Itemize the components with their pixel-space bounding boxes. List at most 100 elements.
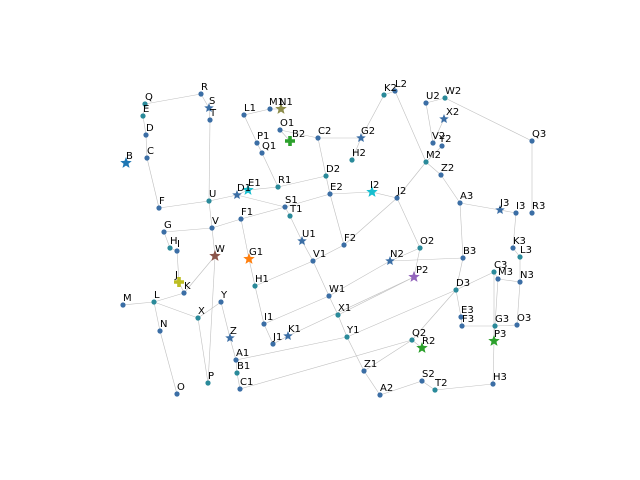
node-L	[151, 299, 157, 305]
node-label-M2: M2	[426, 150, 441, 161]
edge-M3-N3	[497, 278, 521, 283]
node-D2	[323, 173, 329, 179]
node-label-K3: K3	[513, 236, 526, 247]
node-K2	[381, 92, 387, 98]
node-K	[181, 290, 187, 296]
edge-K-W	[183, 255, 216, 294]
node-label-R: R	[201, 82, 208, 93]
edge-D3-C3	[455, 271, 495, 291]
node-label-F2: F2	[344, 233, 356, 244]
node-Y1	[344, 334, 350, 340]
node-label-Q2: Q2	[412, 328, 426, 339]
node-label-Q1: Q1	[262, 141, 276, 152]
edge-L-K	[153, 292, 185, 303]
edge-G1-H1	[248, 258, 256, 287]
node-G	[161, 229, 167, 235]
node-star-N2	[385, 256, 395, 266]
edge-D2-C2	[317, 137, 327, 177]
edge-Z1-A2	[363, 370, 381, 396]
node-marker-N1	[275, 103, 287, 114]
node-M3	[495, 276, 501, 282]
edge-F1-S1	[240, 206, 286, 220]
edge-K1-P2	[287, 276, 415, 337]
node-A3	[457, 200, 463, 206]
node-marker-W	[209, 250, 221, 261]
node-label-N: N	[160, 319, 167, 330]
node-marker-P2	[408, 271, 420, 282]
node-label-R3: R3	[532, 201, 545, 212]
node-J1	[270, 341, 276, 347]
node-O	[174, 391, 180, 397]
node-K3	[510, 245, 516, 251]
node-R	[198, 91, 204, 97]
node-label-F1: F1	[241, 207, 253, 218]
edge-U2-V2	[425, 102, 434, 144]
edge-I-J	[176, 250, 180, 283]
edge-A1-Z	[229, 337, 237, 361]
node-Q	[142, 101, 148, 107]
node-W1	[326, 293, 332, 299]
node-X1	[335, 312, 341, 318]
node-T	[207, 117, 213, 123]
edge-C-F	[146, 157, 160, 209]
node-label-B1: B1	[237, 361, 250, 372]
node-label-X: X	[198, 306, 205, 317]
edge-J2-I2	[371, 191, 398, 199]
edge-Q1-R1	[261, 152, 279, 188]
node-label-R1: R1	[278, 175, 291, 186]
node-Z1	[361, 368, 367, 374]
edge-P2-O2	[413, 247, 421, 278]
edge-M2-J2	[396, 161, 427, 199]
node-label-C3: C3	[494, 260, 507, 271]
edge-T1-U1	[289, 215, 303, 242]
edge-G2-H2	[351, 137, 362, 161]
node-S2	[419, 378, 425, 384]
node-O3	[514, 322, 520, 328]
edge-H1-I1	[254, 285, 265, 325]
node-label-R2: R2	[422, 336, 435, 347]
edge-L-M	[122, 301, 155, 306]
node-label-J1: J1	[272, 332, 282, 343]
edge-Q2-D3	[411, 289, 457, 341]
edge-F-U	[158, 200, 210, 209]
edge-V-U	[208, 200, 213, 229]
node-H1	[252, 283, 258, 289]
edge-Y1-Z1	[346, 336, 365, 372]
node-label-Q: Q	[145, 92, 153, 103]
node-B3	[460, 255, 466, 261]
edge-J2-F2	[343, 197, 398, 246]
node-label-C2: C2	[318, 126, 331, 137]
edge-X1-Y1	[337, 314, 348, 338]
node-D	[143, 132, 149, 138]
node-Y	[218, 299, 224, 305]
edges-layer	[122, 90, 533, 396]
node-label-B2: B2	[292, 129, 305, 140]
node-label-L2: L2	[395, 79, 407, 90]
edge-X-L	[153, 301, 199, 319]
node-marker-E1	[242, 184, 254, 195]
node-M	[120, 302, 126, 308]
edge-E1-R1	[247, 186, 279, 191]
node-A2	[377, 392, 383, 398]
node-label-G1: G1	[249, 247, 263, 258]
node-label-M3: M3	[498, 267, 513, 278]
node-label-H1: H1	[255, 274, 269, 285]
edge-X1-P2	[337, 276, 415, 316]
node-label-Y2: Y2	[438, 134, 451, 145]
edge-L1-M1	[243, 108, 271, 116]
node-O2	[417, 245, 423, 251]
node-label-T: T	[209, 108, 217, 119]
node-label-H: H	[170, 236, 178, 247]
node-label-N3: N3	[520, 270, 534, 281]
node-label-H2: H2	[352, 148, 366, 159]
edge-A3-J3	[459, 202, 501, 211]
node-label-L: L	[154, 290, 160, 301]
node-label-V: V	[212, 216, 219, 227]
node-Y2	[439, 143, 445, 149]
edge-R1-D2	[277, 175, 327, 188]
edge-E2-F2	[329, 193, 345, 246]
edge-X-P	[197, 317, 209, 384]
node-label-C: C	[147, 146, 154, 157]
edge-B1-C1	[236, 372, 241, 390]
